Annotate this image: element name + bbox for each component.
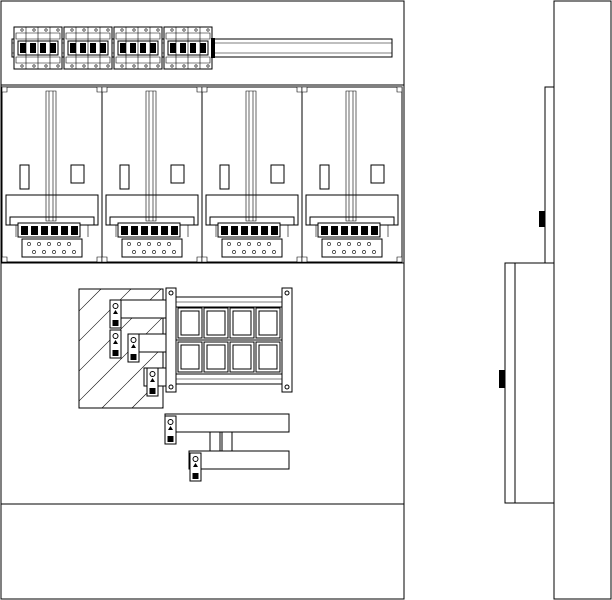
busbar-fuse-block <box>166 288 292 392</box>
lower-busbars <box>165 414 289 469</box>
meter-module <box>201 86 303 263</box>
breaker-group <box>163 26 213 70</box>
meter-section <box>1 85 404 263</box>
breaker-group <box>113 26 163 70</box>
side-panel <box>554 1 611 599</box>
cable-lug <box>127 333 140 363</box>
cable-lug <box>189 452 202 482</box>
front-view <box>1 1 404 599</box>
door-handle-icon <box>539 211 545 227</box>
cable-lug <box>109 329 122 359</box>
meter-module <box>1 86 103 263</box>
meter-module <box>101 86 203 263</box>
door-handle-icon <box>499 370 505 388</box>
upper-door-edge <box>545 87 554 263</box>
lower-door <box>505 263 554 503</box>
meter-module <box>301 86 403 263</box>
breaker-group <box>13 26 63 70</box>
cable-lug <box>164 415 177 445</box>
cable-lug <box>146 367 159 397</box>
cable-lug <box>109 299 122 329</box>
side-view <box>499 1 611 599</box>
cabinet-outline <box>1 1 404 599</box>
breaker-group <box>63 26 113 70</box>
